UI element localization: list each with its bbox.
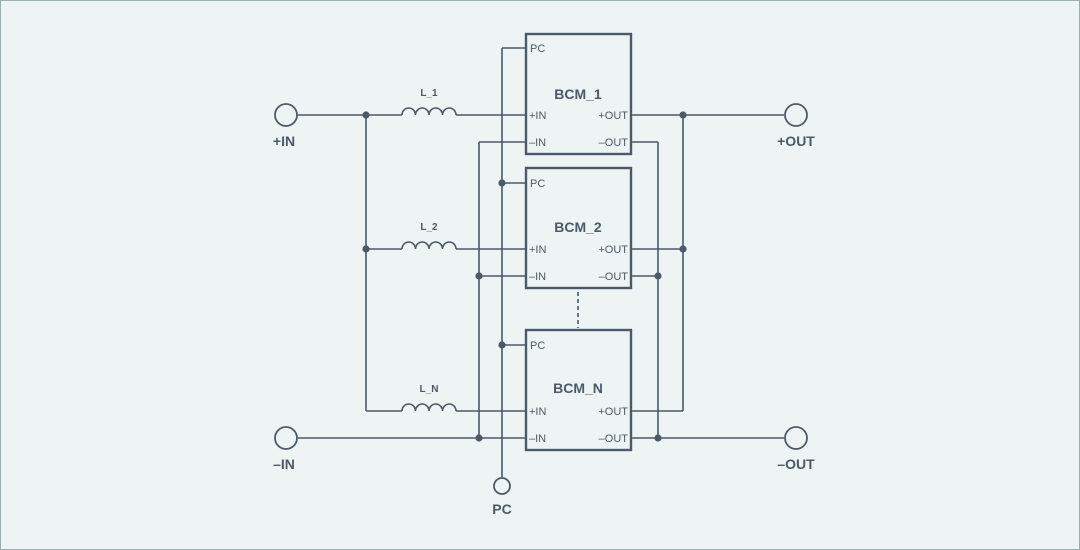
terminal-in-pos-circle [274, 103, 298, 127]
wires [298, 47, 784, 477]
module-bcm-n: PC BCM_N +IN +OUT –IN –OUT [524, 328, 633, 452]
junction-in-neg-2 [475, 272, 483, 280]
inductor-ln: L_N [401, 384, 457, 412]
junction-pc-2 [498, 179, 506, 187]
module-bcm-2-title: BCM_2 [554, 219, 602, 235]
module-bcm-n-pin-in-neg: –IN [529, 433, 546, 445]
terminal-out-pos-label: +OUT [777, 133, 815, 149]
junction-out-neg-n [654, 434, 662, 442]
terminal-in-pos: +IN [273, 103, 298, 149]
terminal-in-neg: –IN [273, 426, 298, 472]
inductor-ln-label: L_N [420, 384, 439, 395]
junction-out-neg-2 [654, 272, 662, 280]
terminal-pc-circle [493, 477, 511, 495]
module-bcm-1-pin-in-neg: –IN [529, 137, 546, 149]
module-bcm-1-box [524, 32, 633, 156]
inductor-l2: L_2 [401, 222, 457, 250]
junction-in-pos-1 [362, 111, 370, 119]
junction-in-pos-2 [362, 245, 370, 253]
terminal-out-pos-circle [784, 103, 808, 127]
terminal-out-pos: +OUT [777, 103, 815, 149]
junction-in-neg-n [475, 434, 483, 442]
module-bcm-n-pin-out-pos: +OUT [598, 406, 628, 418]
module-bcm-2: PC BCM_2 +IN +OUT –IN –OUT [524, 166, 633, 290]
terminal-pc-label: PC [492, 501, 511, 517]
inductor-ln-coil [401, 403, 457, 412]
junction-dots [362, 111, 687, 442]
junction-out-pos-1 [679, 111, 687, 119]
terminal-out-neg-label: –OUT [777, 456, 815, 472]
module-bcm-2-pin-out-pos: +OUT [598, 244, 628, 256]
module-bcm-1-pin-out-neg: –OUT [599, 137, 629, 149]
terminal-out-neg-circle [784, 426, 808, 450]
module-bcm-n-box [524, 328, 633, 452]
terminal-pc: PC [492, 477, 512, 517]
module-bcm-2-pin-pc: PC [530, 178, 545, 190]
module-bcm-n-pin-out-neg: –OUT [599, 433, 629, 445]
inductor-l2-label: L_2 [420, 222, 438, 233]
inductor-l1-coil [401, 107, 457, 116]
terminal-in-neg-circle [274, 426, 298, 450]
terminal-out-neg: –OUT [777, 426, 815, 472]
module-bcm-1: PC BCM_1 +IN +OUT –IN –OUT [524, 32, 633, 156]
module-bcm-2-box [524, 166, 633, 290]
terminal-in-neg-label: –IN [273, 456, 295, 472]
inductor-l2-coil [401, 241, 457, 250]
module-bcm-1-title: BCM_1 [554, 86, 602, 102]
module-bcm-2-pin-in-pos: +IN [529, 244, 546, 256]
module-bcm-1-pin-in-pos: +IN [529, 110, 546, 122]
module-bcm-n-title: BCM_N [553, 380, 603, 396]
inductor-l1: L_1 [401, 88, 457, 116]
junction-out-pos-2 [679, 245, 687, 253]
junction-pc-n [498, 341, 506, 349]
inductor-l1-label: L_1 [420, 88, 438, 99]
module-bcm-n-pin-in-pos: +IN [529, 406, 546, 418]
module-bcm-n-pin-pc: PC [530, 340, 545, 352]
terminal-in-pos-label: +IN [273, 133, 295, 149]
module-bcm-1-pin-pc: PC [530, 43, 545, 55]
module-bcm-2-pin-out-neg: –OUT [599, 271, 629, 283]
module-bcm-1-pin-out-pos: +OUT [598, 110, 628, 122]
module-bcm-2-pin-in-neg: –IN [529, 271, 546, 283]
